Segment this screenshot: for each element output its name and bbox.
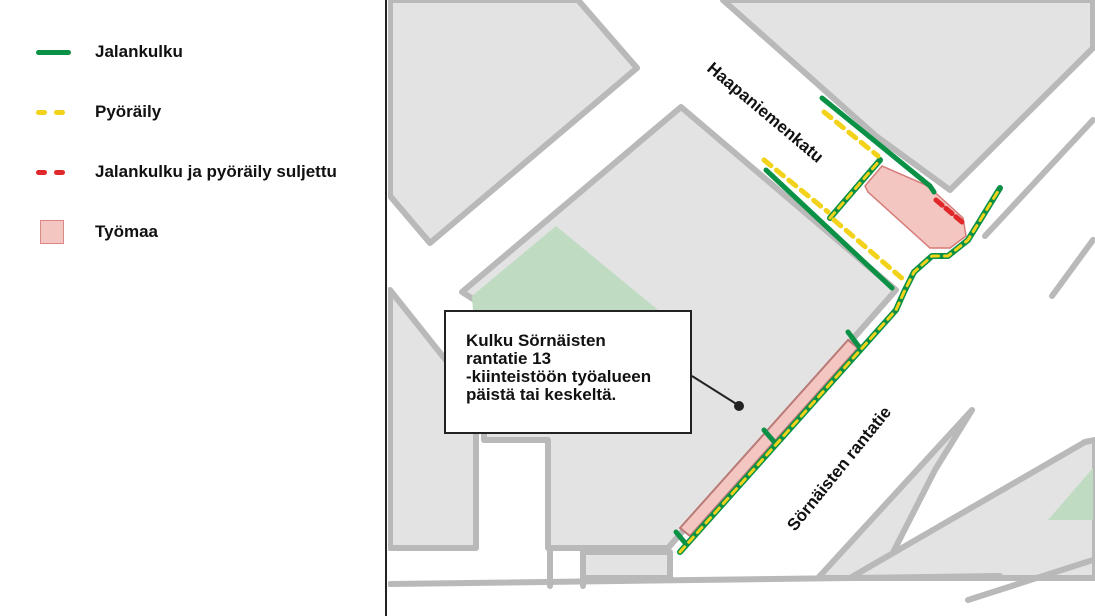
legend-item-pyoraily: Pyöräily [36,98,376,126]
cycling-route [821,109,881,159]
pedestrian-route [761,427,779,447]
pedestrian-route [673,529,689,547]
dashed-line-icon [36,98,72,126]
shared-routes [677,157,1003,555]
shared-route-dashes [678,186,1002,554]
info-callout: Kulku Sörnäisten rantatie 13 -kiinteistö… [444,310,692,434]
map-area[interactable]: Haapaniemenkatu Sörnäisten rantatie [388,0,1095,616]
callout-leader [691,375,739,406]
city-block [847,437,1095,581]
shared-route-dashes [828,158,882,220]
pedestrian-route [819,95,937,195]
callout-pointer [734,401,744,411]
legend-item-suljettu: Jalankulku ja pyöräily suljettu [36,158,376,186]
road-edge [1049,237,1095,299]
cycling-route [831,217,907,283]
area-swatch-icon [36,218,72,246]
closed-route [933,197,965,225]
city-block [720,0,1095,193]
legend-item-jalankulku: Jalankulku [36,38,376,66]
city-block [388,0,640,246]
city-block [580,549,673,581]
map-legend: Jalankulku Pyöräily Jalankulku ja pyöräi… [0,0,387,616]
legend-label: Työmaa [95,222,158,241]
legend-label: Jalankulku ja pyöräily suljettu [95,162,337,181]
cycling-routes [761,109,907,283]
pedestrian-routes [673,95,937,547]
pedestrian-route [845,329,863,351]
road-edges [388,117,1095,603]
solid-line-icon [36,38,72,66]
road-edge [965,557,1095,603]
road-edge [388,573,1003,587]
legend-label: Pyöräily [95,102,162,121]
legend-label: Jalankulku [95,42,183,61]
legend-item-tyomaa: Työmaa [36,218,376,246]
worksite-area [864,165,967,249]
park-area [1048,468,1093,520]
pedestrian-route [763,167,895,291]
dashed-line-icon [36,158,72,186]
road-edge [982,117,1095,239]
cycling-route [761,157,831,215]
